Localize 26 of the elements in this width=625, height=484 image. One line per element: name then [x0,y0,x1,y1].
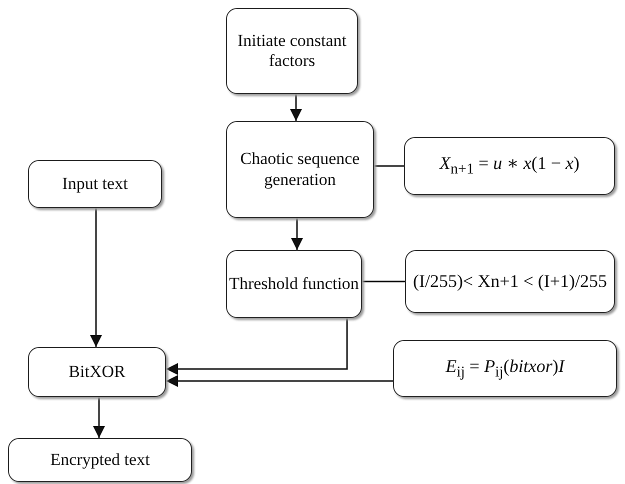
formula-box [404,137,615,195]
formula-text: E$_{ij}$ = P$_{ij}$(bitxor)I [446,356,564,382]
process-box [226,8,358,94]
box-label: Initiate constant factors [236,30,348,72]
formula-box [393,340,617,397]
process-box [28,347,166,397]
formula-text: (I/255)< Xn+1 < (I+1)/255 [412,270,608,292]
formula-box [405,250,615,313]
box-label: Threshold function [229,274,359,294]
arrow [166,375,393,387]
box-label: BitXOR [68,362,126,382]
process-box [28,160,162,208]
arrow [290,94,302,121]
box-label: Chaotic sequence generation [239,149,361,190]
arrow [93,397,105,438]
arrow [166,318,348,375]
connector-line [374,165,404,167]
process-box [8,438,192,482]
arrow [291,218,303,250]
connector-line [362,280,405,282]
formula-text: X$_{n+1}$ = u ∗ x(1 − x) [439,153,580,179]
process-box [226,121,374,218]
process-box [226,250,362,318]
arrow [90,208,102,347]
box-label: Input text [62,174,128,194]
box-label: Encrypted text [50,450,150,470]
